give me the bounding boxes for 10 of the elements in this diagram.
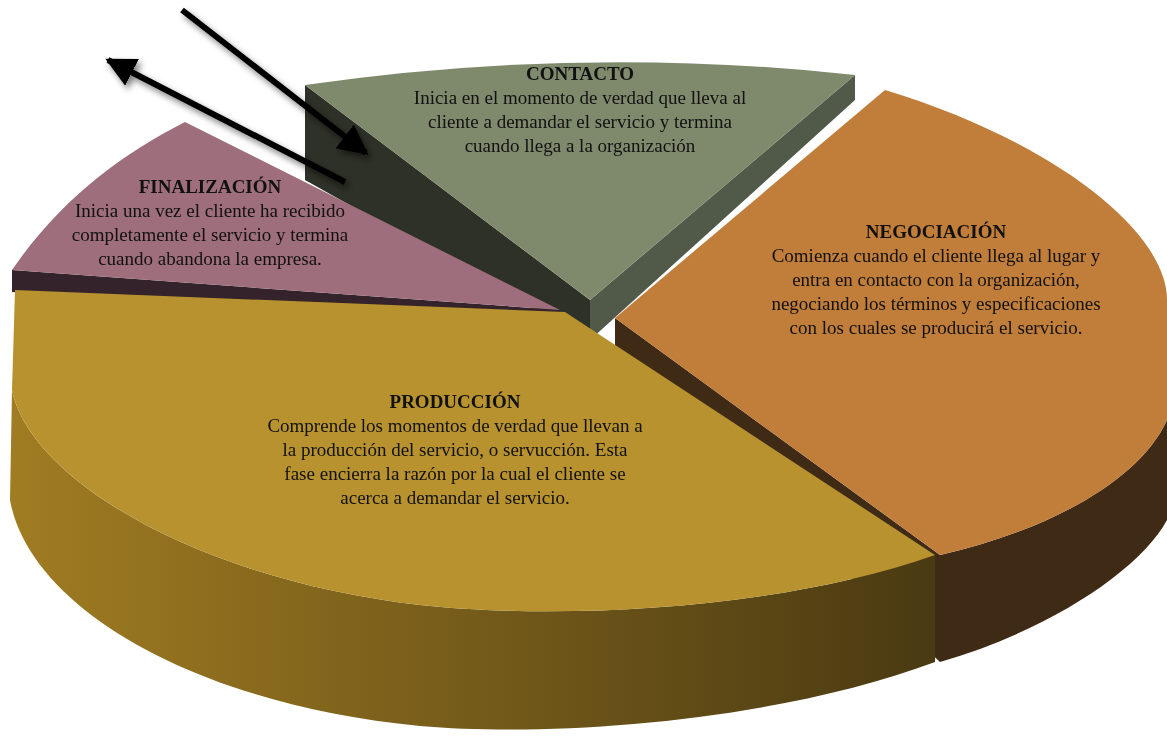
slice-description: Inicia en el momento de verdad que lleva al cliente a demandar el servicio y termina cuando llega a la organización — [412, 86, 748, 158]
slice-description: Comprende los momentos de verdad que llevan a la producción del servicio, o servucción. Esta fase encierra la razón por la cual el cliente se acerca a demandar el servicio. — [266, 414, 644, 510]
arrow — [105, 57, 347, 185]
slice-title: CONTACTO — [524, 62, 635, 86]
slice-title: NEGOCIACIÓN — [864, 220, 1008, 244]
slice-description: Inicia una vez el cliente ha recibido completamente el servicio y termina cuando abandona la empresa. — [70, 199, 350, 271]
slice-description: Comienza cuando el cliente llega al lugar y entra en contacto con la organización, negociando los términos y especificaciones con los cuales se producirá el servicio. — [770, 244, 1102, 340]
slice-title: FINALIZACIÓN — [137, 175, 283, 199]
slice-title: PRODUCCIÓN — [388, 390, 522, 414]
arrow — [180, 7, 369, 156]
